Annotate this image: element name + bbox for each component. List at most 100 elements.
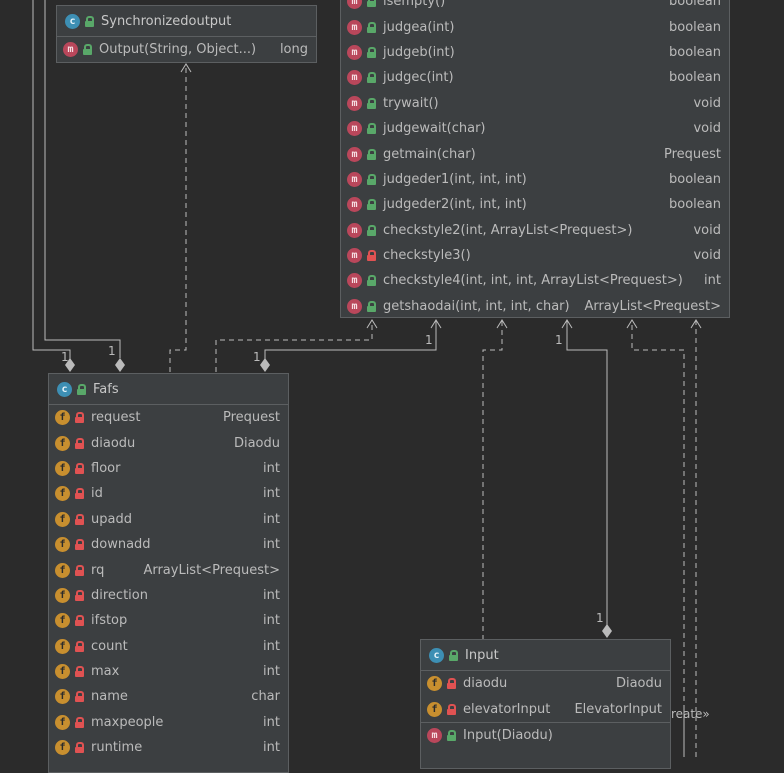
field-name: maxpeople bbox=[91, 714, 164, 730]
field-type: Diaodu bbox=[615, 676, 662, 692]
private-lock-icon bbox=[74, 564, 85, 576]
method-row[interactable]: m checkstyle4(int, int, int, ArrayList<Pr… bbox=[341, 268, 729, 293]
method-icon: m bbox=[347, 222, 362, 238]
field-type: int bbox=[263, 664, 280, 680]
method-name: Output(String, Object...) bbox=[99, 42, 257, 58]
field-type: int bbox=[263, 613, 280, 629]
association-line-input-elevator bbox=[566, 320, 608, 625]
method-row[interactable]: m getshaodai(int, int, int, char) ArrayLis… bbox=[341, 294, 729, 317]
multiplicity-label: 1 bbox=[596, 611, 604, 625]
public-lock-icon bbox=[366, 123, 377, 135]
field-icon: f bbox=[55, 587, 70, 603]
method-row[interactable]: m Output(String, Object...) long bbox=[57, 37, 316, 62]
method-type: void bbox=[693, 222, 721, 238]
field-type: Prequest bbox=[222, 410, 280, 426]
method-type: void bbox=[693, 95, 721, 111]
private-lock-icon bbox=[366, 250, 377, 262]
arrowhead-elevator-3 bbox=[496, 319, 508, 329]
method-row[interactable]: m checkstyle2(int, ArrayList<Prequest>) vo… bbox=[341, 218, 729, 243]
method-icon: m bbox=[347, 298, 362, 314]
field-name: count bbox=[91, 638, 128, 654]
method-name: trywait() bbox=[383, 95, 439, 111]
field-icon: f bbox=[55, 435, 70, 451]
public-lock-icon bbox=[366, 300, 377, 312]
method-name: checkstyle3() bbox=[383, 248, 471, 264]
field-icon: f bbox=[55, 740, 70, 756]
public-lock-icon bbox=[366, 0, 377, 8]
field-icon: f bbox=[55, 562, 70, 578]
method-icon: m bbox=[347, 273, 362, 289]
class-name: Fafs bbox=[93, 381, 119, 397]
class-icon: c bbox=[429, 647, 444, 663]
public-lock-icon bbox=[366, 275, 377, 287]
multiplicity-label: 1 bbox=[61, 350, 69, 364]
private-lock-icon bbox=[74, 589, 85, 601]
dependency-line-fafs-elevator bbox=[215, 320, 373, 372]
arrowhead-sync bbox=[180, 63, 192, 73]
method-name: checkstyle4(int, int, int, ArrayList<Pre… bbox=[383, 273, 683, 289]
field-type: int bbox=[263, 740, 280, 756]
composition-diamond-3 bbox=[260, 358, 270, 372]
method-type: ArrayList<Prequest> bbox=[584, 298, 721, 314]
method-type: int bbox=[704, 273, 721, 289]
method-icon: m bbox=[347, 0, 362, 10]
field-name: id bbox=[91, 486, 103, 502]
field-type: int bbox=[263, 460, 280, 476]
method-type: boolean bbox=[669, 0, 721, 10]
multiplicity-label: 1 bbox=[253, 350, 261, 364]
field-name: diaodu bbox=[463, 676, 508, 692]
field-type: char bbox=[251, 689, 280, 705]
method-name: judgeb(int) bbox=[383, 44, 455, 60]
private-lock-icon bbox=[74, 716, 85, 728]
method-icon: m bbox=[427, 727, 442, 743]
dependency-line-fafs-sync bbox=[169, 64, 187, 372]
method-name: getshaodai(int, int, int, char) bbox=[383, 298, 570, 314]
class-box-synchronizedoutput[interactable]: c Synchronizedoutput m Output(String, Ob… bbox=[56, 5, 317, 63]
private-lock-icon bbox=[446, 678, 457, 690]
field-icon: f bbox=[55, 511, 70, 527]
private-lock-icon bbox=[74, 640, 85, 652]
field-type: ArrayList<Prequest> bbox=[143, 562, 280, 578]
composition-diamond-2 bbox=[115, 358, 125, 372]
method-type: Prequest bbox=[663, 146, 721, 162]
method-name: judgewait(char) bbox=[383, 121, 486, 137]
method-name: checkstyle2(int, ArrayList<Prequest>) bbox=[383, 222, 633, 238]
field-icon: f bbox=[55, 486, 70, 502]
field-type: int bbox=[263, 537, 280, 553]
field-icon: f bbox=[55, 714, 70, 730]
method-name: judgeder1(int, int, int) bbox=[383, 171, 527, 187]
